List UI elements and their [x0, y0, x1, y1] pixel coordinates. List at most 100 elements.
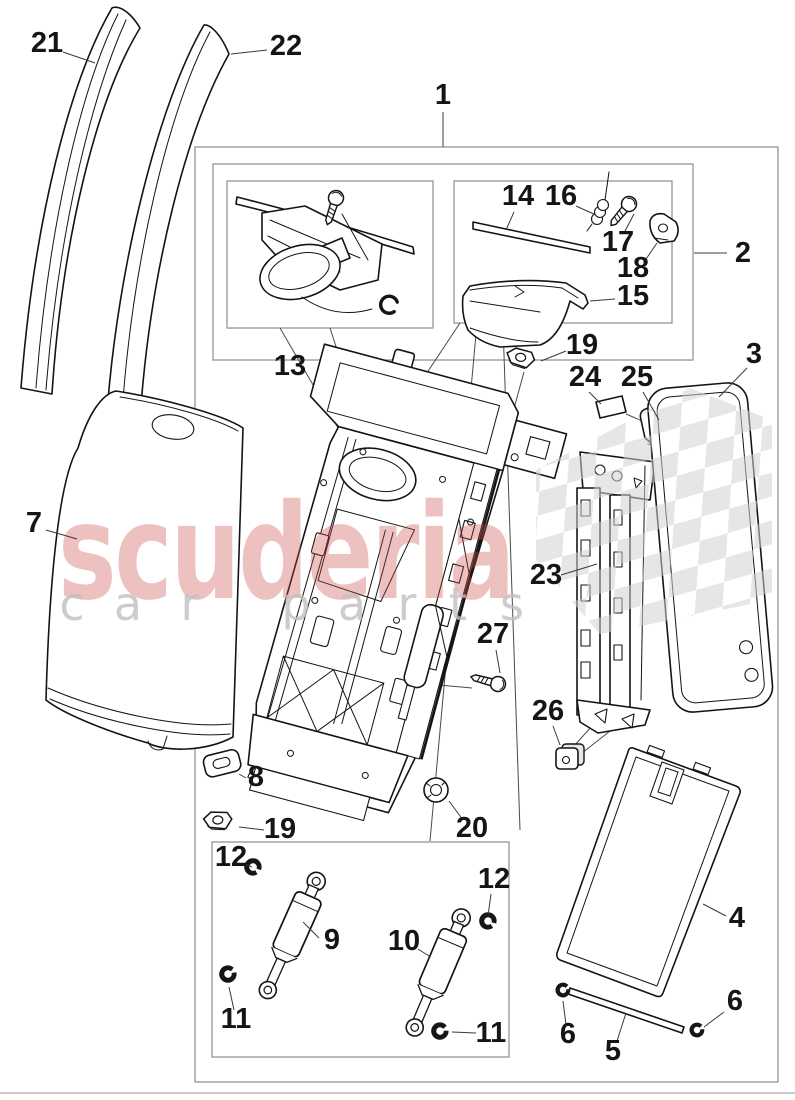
leader-line: [575, 205, 597, 216]
part-label-11: 11: [221, 1003, 252, 1035]
leader-line: [552, 725, 561, 746]
part-label-12: 12: [478, 863, 510, 895]
leader-line: [702, 903, 727, 917]
part-17-screw: [604, 192, 641, 232]
part-label-9: 9: [324, 924, 340, 956]
part-label-22: 22: [270, 30, 302, 62]
part-label-21: 21: [31, 27, 63, 59]
part-19-clip: [504, 346, 537, 371]
leader-line: [643, 242, 658, 263]
part-5-rod: [567, 987, 685, 1034]
leader-line: [505, 211, 515, 231]
part-label-19: 19: [566, 329, 598, 361]
leader-line: [302, 921, 320, 939]
watermark-tagline-letter: a: [338, 577, 366, 631]
part-label-10: 10: [388, 925, 420, 957]
leader-line: [560, 563, 598, 576]
part-label-6: 6: [727, 985, 743, 1017]
part-label-20: 20: [456, 812, 488, 844]
part-11-clip: [428, 1020, 451, 1043]
leader-line: [451, 1031, 477, 1034]
watermark: scuderia: [58, 388, 772, 634]
part-label-27: 27: [477, 618, 509, 650]
part-label-19: 19: [264, 813, 296, 845]
leader-line: [718, 367, 748, 398]
part-label-3: 3: [746, 338, 762, 370]
detail-boxes: [194, 146, 779, 1083]
part-11-clip: [216, 962, 240, 986]
part-4-lid: [556, 744, 741, 998]
part-label-2: 2: [735, 237, 751, 269]
part-9-gas-strut: [250, 866, 334, 1005]
watermark-tagline-letter: c: [59, 577, 84, 631]
leader-line: [623, 213, 635, 234]
box-detail-14-18: [453, 180, 673, 324]
part-12-clip: [475, 909, 500, 933]
leader-line: [448, 800, 464, 821]
part-26-grommet: [555, 743, 585, 770]
leader-line: [238, 826, 265, 831]
part-8-bracket: [202, 748, 242, 778]
part-label-8: 8: [248, 761, 264, 793]
leader-line: [703, 1011, 725, 1028]
part-label-12: 12: [215, 841, 247, 873]
part-24-pad: [595, 395, 627, 419]
leader-line: [642, 391, 660, 421]
part-label-13: 13: [274, 350, 306, 382]
leader-line: [589, 298, 616, 302]
part-label-23: 23: [530, 559, 562, 591]
part-label-17: 17: [602, 226, 634, 258]
watermark-tagline-letter: r: [398, 577, 417, 631]
leader-line: [417, 948, 430, 957]
part-label-18: 18: [617, 252, 649, 284]
part-6-clip: [553, 980, 573, 1000]
part-label-26: 26: [532, 695, 564, 727]
leader-line: [588, 391, 602, 405]
part-14-rod: [472, 221, 591, 254]
part-22-pillar-trim: [106, 24, 230, 420]
part-label-14: 14: [502, 180, 534, 212]
part-label-25: 25: [621, 361, 653, 393]
watermark-tagline-letter: p: [281, 577, 310, 631]
leader-line: [238, 773, 247, 779]
checker-flag-watermark: [536, 388, 772, 634]
part-label-1: 1: [435, 79, 451, 111]
part-label-11: 11: [476, 1017, 507, 1049]
leader-line: [616, 1012, 627, 1042]
part-label-7: 7: [26, 507, 42, 539]
leader-line: [62, 51, 96, 64]
part-label-5: 5: [605, 1035, 621, 1067]
watermark-tagline-letter: a: [114, 577, 142, 631]
watermark-brand-text: scuderia: [58, 476, 513, 630]
part-21-pillar-trim: [20, 6, 141, 395]
part-27-screw: [468, 668, 508, 694]
leader-line: [45, 529, 78, 540]
part-label-6: 6: [560, 1018, 576, 1050]
part-20-nut: [423, 777, 449, 803]
leader-line: [228, 986, 235, 1011]
part-19-clip: [202, 809, 234, 833]
watermark-tagline-letter: t: [449, 577, 467, 631]
leader-line: [495, 649, 501, 674]
part-18-bracket: [649, 212, 679, 244]
part-16-spring: [586, 171, 610, 232]
box-group-2: [212, 163, 694, 361]
watermark-tagline-letter: r: [181, 577, 200, 631]
box-detail-struts: [211, 841, 510, 1058]
leader-line: [230, 49, 268, 55]
part-label-24: 24: [569, 361, 601, 393]
part-label-16: 16: [545, 180, 577, 212]
part-15-handle: [461, 279, 589, 348]
part-label-15: 15: [617, 280, 649, 312]
watermark-tagline-letter: s: [500, 577, 524, 631]
leader-line: [243, 863, 253, 868]
leader-line: [562, 1000, 567, 1026]
part-label-4: 4: [729, 902, 745, 934]
leader-line: [540, 350, 567, 362]
part-13-latch-detail: [235, 187, 415, 315]
part-7-lid-panel: [45, 390, 244, 751]
leader-line: [487, 893, 492, 917]
